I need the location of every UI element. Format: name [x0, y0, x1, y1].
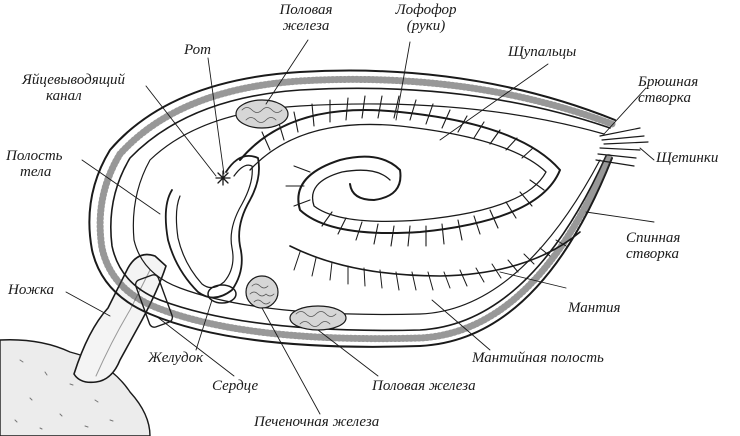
- label-setae: Щетинки: [656, 150, 719, 166]
- label-body-cavity: Полость тела: [6, 148, 63, 180]
- gonad-upper: [235, 99, 289, 129]
- gonad-texture: [241, 107, 337, 327]
- label-heart: Сердце: [212, 378, 259, 394]
- label-tentacles: Щупальцы: [508, 44, 577, 60]
- label-gonad-top-line1: Половая: [279, 2, 333, 18]
- label-gonad-top-line2: железа: [282, 18, 330, 34]
- label-dorsal-valve: Спинная створка: [626, 230, 680, 262]
- lophophore-arm: [239, 109, 561, 235]
- label-body-cavity-line2: тела: [20, 164, 52, 180]
- rock-stipple: [14, 359, 114, 430]
- label-dorsal-valve-line2: створка: [626, 246, 679, 262]
- label-dorsal-valve-line1: Спинная: [626, 230, 681, 246]
- label-liver: Печеночная железа: [254, 414, 380, 430]
- gut-tube: [164, 154, 260, 299]
- label-stomach: Желудок: [148, 350, 204, 366]
- label-lophophore-line2: (руки): [406, 18, 446, 34]
- label-ventral-valve-line2: створка: [638, 90, 691, 106]
- shell-outer: [88, 69, 616, 348]
- label-body-cavity-line1: Полость: [6, 148, 63, 164]
- substrate-rock: [0, 339, 151, 436]
- label-gonad-bottom: Половая железа: [372, 378, 476, 394]
- label-pedicle: Ножка: [8, 282, 55, 298]
- label-ventral-valve-line1: Брюшная: [638, 74, 699, 90]
- label-gonad-top: Половая железа: [266, 2, 346, 34]
- label-oviduct-line1: Яйцевыводящий: [22, 72, 126, 88]
- stomach: [207, 284, 237, 304]
- gut-tube-inner: [175, 164, 253, 289]
- liver-texture: [249, 283, 275, 305]
- shell-striation: [96, 75, 616, 343]
- shell-inner: [110, 87, 611, 332]
- liver-gland: [245, 275, 279, 309]
- lophophore-arm-inner: [249, 123, 547, 222]
- label-lophophore: Лофофор (руки): [382, 2, 470, 34]
- gonad-lower: [289, 305, 347, 331]
- lower-tentacles: [293, 239, 567, 291]
- label-oviduct: Яйцевыводящий канал: [22, 72, 125, 104]
- pedicle-shading: [95, 269, 151, 377]
- mantle-line: [132, 103, 605, 316]
- setae: [595, 127, 649, 167]
- lophophore-lower-band: [289, 231, 581, 277]
- label-mantle: Мантия: [568, 300, 621, 316]
- label-lophophore-line1: Лофофор: [395, 2, 457, 18]
- label-oviduct-line2: канал: [46, 88, 82, 104]
- mouth-star: [215, 170, 231, 186]
- heart: [134, 274, 174, 328]
- label-ventral-valve: Брюшная створка: [638, 74, 698, 106]
- tentacles: [261, 95, 545, 247]
- label-mouth: Рот: [184, 42, 211, 58]
- pedicle: [73, 253, 167, 384]
- label-mantle-cavity: Мантийная полость: [472, 350, 604, 366]
- leader-lines: [65, 39, 655, 415]
